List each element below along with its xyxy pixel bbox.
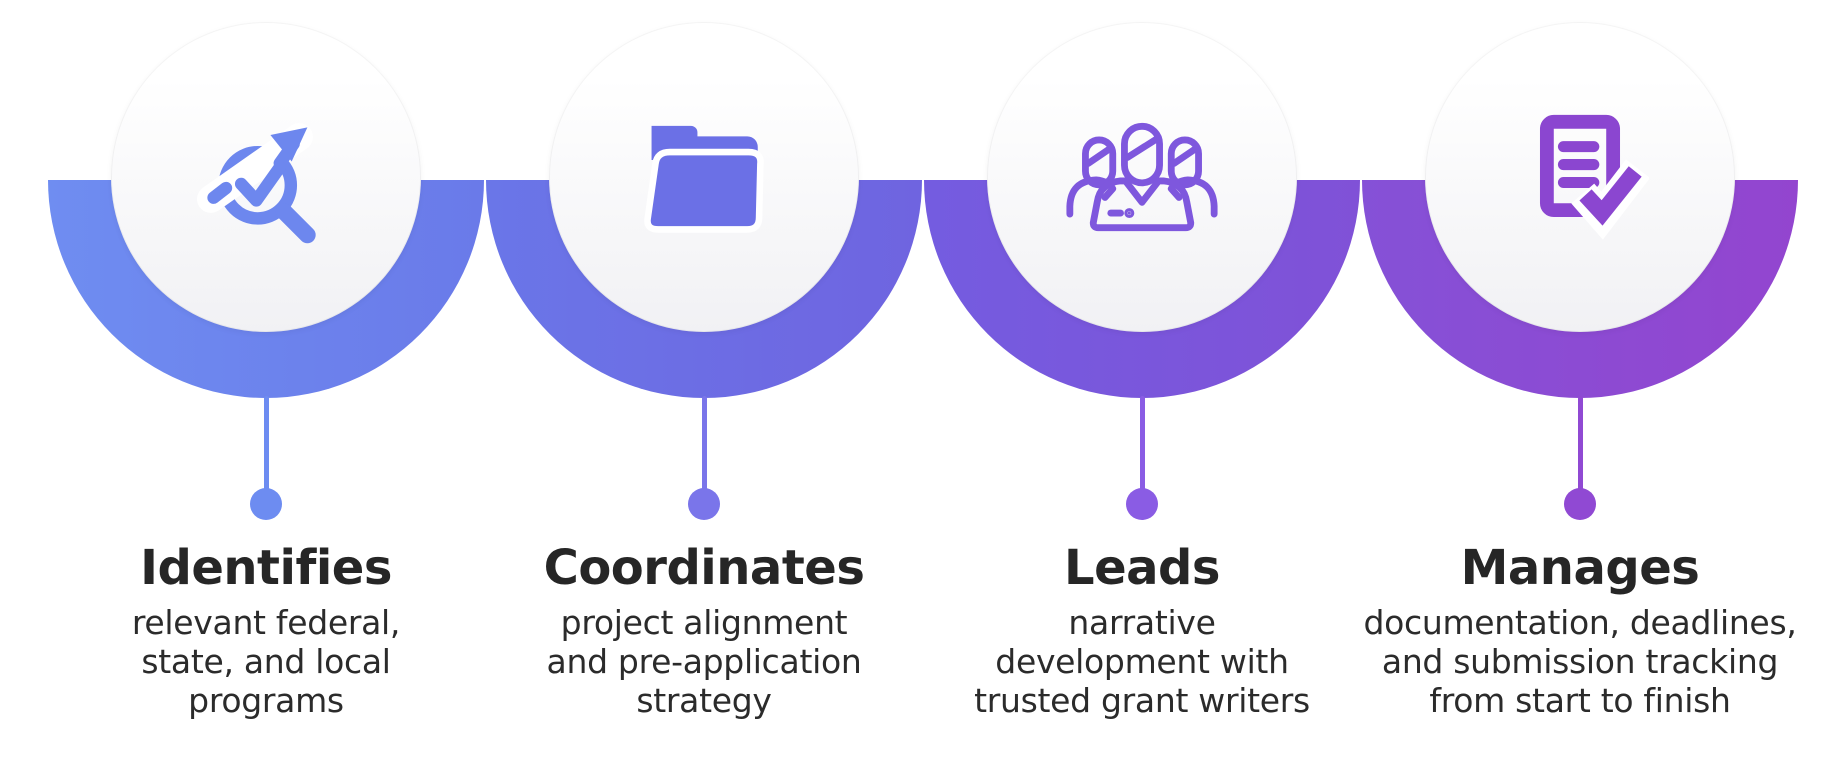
step-description: narrative development with trusted grant…	[892, 603, 1392, 720]
description-line: documentation, deadlines,	[1363, 603, 1797, 642]
connector-line	[1577, 396, 1583, 492]
open-folder-icon	[638, 118, 770, 236]
steps-row: Identifies relevant federal, state, and …	[47, 0, 1799, 760]
icon-circle	[549, 22, 859, 332]
connector-dot	[250, 488, 282, 520]
description-line: and pre-application	[546, 642, 862, 681]
step-description: documentation, deadlines, and submission…	[1330, 603, 1830, 720]
connector-line	[1139, 396, 1145, 492]
description-line: relevant federal,	[131, 603, 401, 642]
step-description: project alignment and pre-application st…	[454, 603, 954, 720]
team-people-icon	[1064, 118, 1220, 236]
step-title: Leads	[1064, 540, 1220, 596]
step-title: Coordinates	[543, 540, 865, 596]
description-line: trusted grant writers	[974, 681, 1310, 720]
description-line: strategy	[636, 681, 772, 720]
description-line: from start to finish	[1429, 681, 1731, 720]
step-identifies: Identifies relevant federal, state, and …	[47, 0, 485, 760]
connector-line	[263, 396, 269, 492]
description-line: state, and local	[141, 642, 391, 681]
description-line: and submission tracking	[1381, 642, 1779, 681]
description-line: narrative	[1068, 603, 1216, 642]
description-line: programs	[188, 681, 344, 720]
step-manages: Manages documentation, deadlines, and su…	[1361, 0, 1799, 760]
icon-circle	[111, 22, 421, 332]
connector-dot	[1126, 488, 1158, 520]
description-line: project alignment	[560, 603, 848, 642]
step-title: Manages	[1460, 540, 1700, 596]
step-coordinates: Coordinates project alignment and pre-ap…	[485, 0, 923, 760]
connector-dot	[1564, 488, 1596, 520]
step-title: Identifies	[140, 540, 392, 596]
connector-line	[701, 396, 707, 492]
document-checklist-check-icon	[1511, 108, 1651, 246]
magnifier-check-growth-icon	[197, 108, 335, 246]
icon-circle	[987, 22, 1297, 332]
icon-circle	[1425, 22, 1735, 332]
step-description: relevant federal, state, and local progr…	[16, 603, 516, 720]
step-leads: Leads narrative development with trusted…	[923, 0, 1361, 760]
description-line: development with	[995, 642, 1289, 681]
connector-dot	[688, 488, 720, 520]
